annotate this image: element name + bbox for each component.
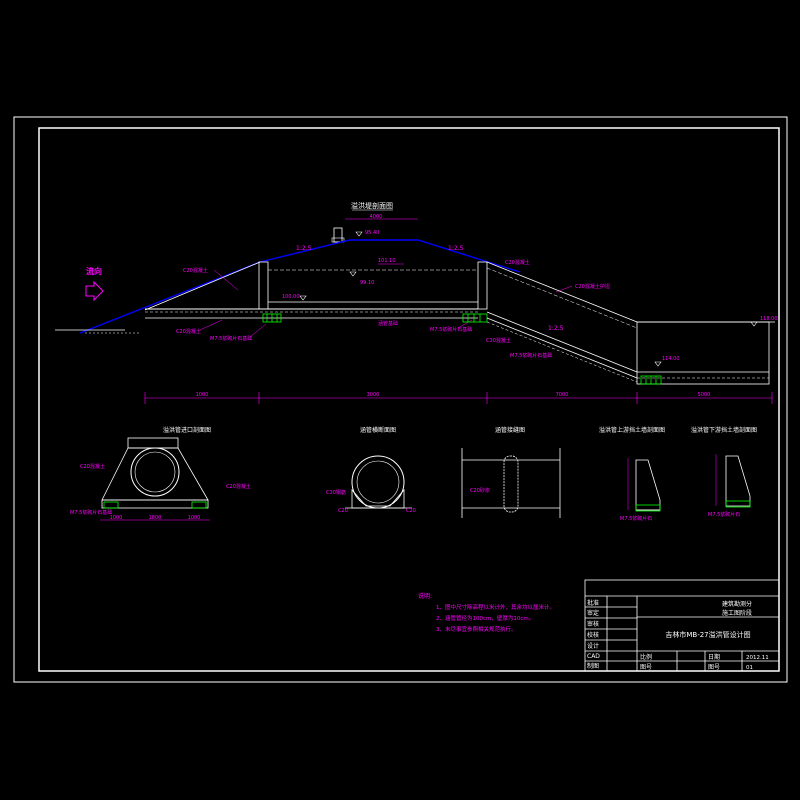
inlet-label-right: C20混凝土	[226, 483, 251, 490]
elev-inlet: 100.00	[282, 294, 300, 300]
inner-frame	[38, 127, 780, 672]
pipe-section-base: C20	[338, 508, 348, 514]
elev-inner-right: 99.10	[360, 280, 374, 286]
tb-no-label: 图号	[640, 664, 652, 671]
inlet-pipe	[130, 447, 180, 497]
outlet-basin	[636, 321, 770, 385]
slope-right: 1:2.5	[448, 245, 464, 252]
upper-wall-base: M7.5浆砌片石	[620, 515, 652, 522]
tb-drawing-title: 吉林市MB-27溢洪管设计图	[665, 630, 750, 639]
tb-row-3: 审核	[587, 620, 599, 628]
label-left-slope: C20混凝土	[183, 267, 208, 274]
tb-row-6: CAD	[587, 653, 600, 660]
label-dia-right: C30混凝土	[486, 337, 511, 344]
tb-sheet-label: 图号	[708, 664, 720, 671]
title-block	[584, 579, 780, 672]
inlet-title: 溢洪管进口剖面图	[163, 426, 211, 434]
pipe-section-title: 涵管横断面图	[360, 426, 396, 434]
pipe-section-circle	[351, 455, 405, 509]
dim-top: 4000	[370, 214, 383, 220]
joint-band	[503, 455, 519, 513]
detail-joint: 涵管接缝图 C20砂浆	[461, 426, 561, 518]
dim-2: 3000	[367, 392, 380, 398]
tb-stage: 施工图阶段	[722, 609, 752, 617]
dim-1: 1000	[196, 392, 209, 398]
elev-outlet-bottom: 114.00	[662, 356, 680, 362]
outer-frame	[13, 116, 788, 683]
slope-outlet: 1:2.5	[548, 325, 564, 332]
note-1: 1、图中尺寸除高程以米计外，其余均以厘米计。	[436, 603, 555, 611]
elev-inner-top: 101.10	[378, 258, 396, 264]
elev-outlet-top: 118.00	[760, 316, 778, 322]
tb-row-7: 制图	[587, 662, 599, 670]
flow-label: 流向	[86, 266, 102, 276]
elev-crest: 95.40	[365, 230, 379, 236]
pipe-section-label: C30钢筋	[326, 489, 346, 496]
bedding-left	[262, 313, 282, 323]
detail-pipe-section: 涵管横断面图 C30钢筋 C20 C20	[326, 426, 416, 514]
dim-4: 5000	[698, 392, 711, 398]
label-outlet-slab: C20混凝土护坦	[575, 283, 610, 290]
tb-row-2: 审定	[587, 609, 599, 617]
notes-header: 说明:	[418, 592, 432, 600]
tb-row-1: 批准	[587, 599, 599, 607]
tb-date-value: 2012.11	[746, 655, 769, 661]
label-base-right: M7.5浆砌片石基础	[430, 326, 472, 333]
joint-title: 涵管接缝图	[495, 426, 525, 434]
main-dimension-line	[144, 392, 773, 404]
inlet-label-left: C20混凝土	[80, 463, 105, 470]
left-headwall	[258, 261, 269, 310]
note-3: 3、未尽事宜参照相关规范执行。	[436, 625, 517, 633]
slope-left: 1:2.5	[296, 245, 312, 252]
note-2: 2、涵管管径为100cm，壁厚为10cm。	[436, 614, 534, 622]
embankment-top-line	[79, 239, 521, 334]
lower-wall-title: 溢洪管下游挡土墙剖面图	[691, 426, 757, 434]
label-top-right: C20混凝土	[505, 259, 530, 266]
detail-upper-wall: 溢洪管上游挡土墙剖面图 M7.5浆砌片石	[599, 426, 665, 522]
label-base-outlet: M7.5浆砌片石基础	[510, 352, 552, 359]
main-section-title: 溢洪堤剖面图	[351, 201, 393, 210]
detail-lower-wall: 溢洪管下游挡土墙剖面图 M7.5浆砌片石	[691, 426, 757, 518]
tb-scale-label: 比例	[640, 653, 652, 661]
label-pipe-left: C20混凝土	[176, 328, 201, 335]
notes: 说明: 1、图中尺寸除高程以米计外，其余均以厘米计。 2、涵管管径为100cm，…	[418, 592, 555, 633]
tb-company: 建筑勘测分	[722, 600, 752, 608]
flow-arrow-icon	[85, 280, 104, 302]
tb-row-5: 设计	[587, 642, 599, 650]
joint-label: C20砂浆	[470, 487, 490, 494]
label-base-left: M7.5浆砌片石基础	[210, 335, 252, 342]
crest-post	[333, 227, 343, 243]
detail-inlet: 溢洪管进口剖面图 C20混凝土 C20混凝土 M7.5浆砌片石基础 1000 1…	[70, 426, 251, 521]
inlet-label-base: M7.5浆砌片石基础	[70, 509, 112, 516]
label-pipe-mid: 涵管基础	[378, 320, 398, 327]
tb-sheet-value: 01	[746, 665, 753, 671]
pipe-section-base-right: C20	[406, 508, 416, 514]
inlet-dim-3: 1000	[188, 515, 201, 521]
dim-3: 7000	[556, 392, 569, 398]
bedding-outlet	[640, 375, 662, 385]
tb-date-label: 日期	[708, 653, 720, 661]
upper-wall-title: 溢洪管上游挡土墙剖面图	[599, 426, 665, 434]
inlet-dim-2: 1800	[149, 515, 162, 521]
main-section: 溢洪堤剖面图 4000 95.40 1:2.5 1:2.5 流向	[55, 201, 778, 404]
lower-wall-base: M7.5浆砌片石	[708, 511, 740, 518]
inlet-dim-1: 1000	[110, 515, 123, 521]
right-headwall	[477, 261, 488, 310]
tb-row-4: 校核	[587, 631, 599, 639]
